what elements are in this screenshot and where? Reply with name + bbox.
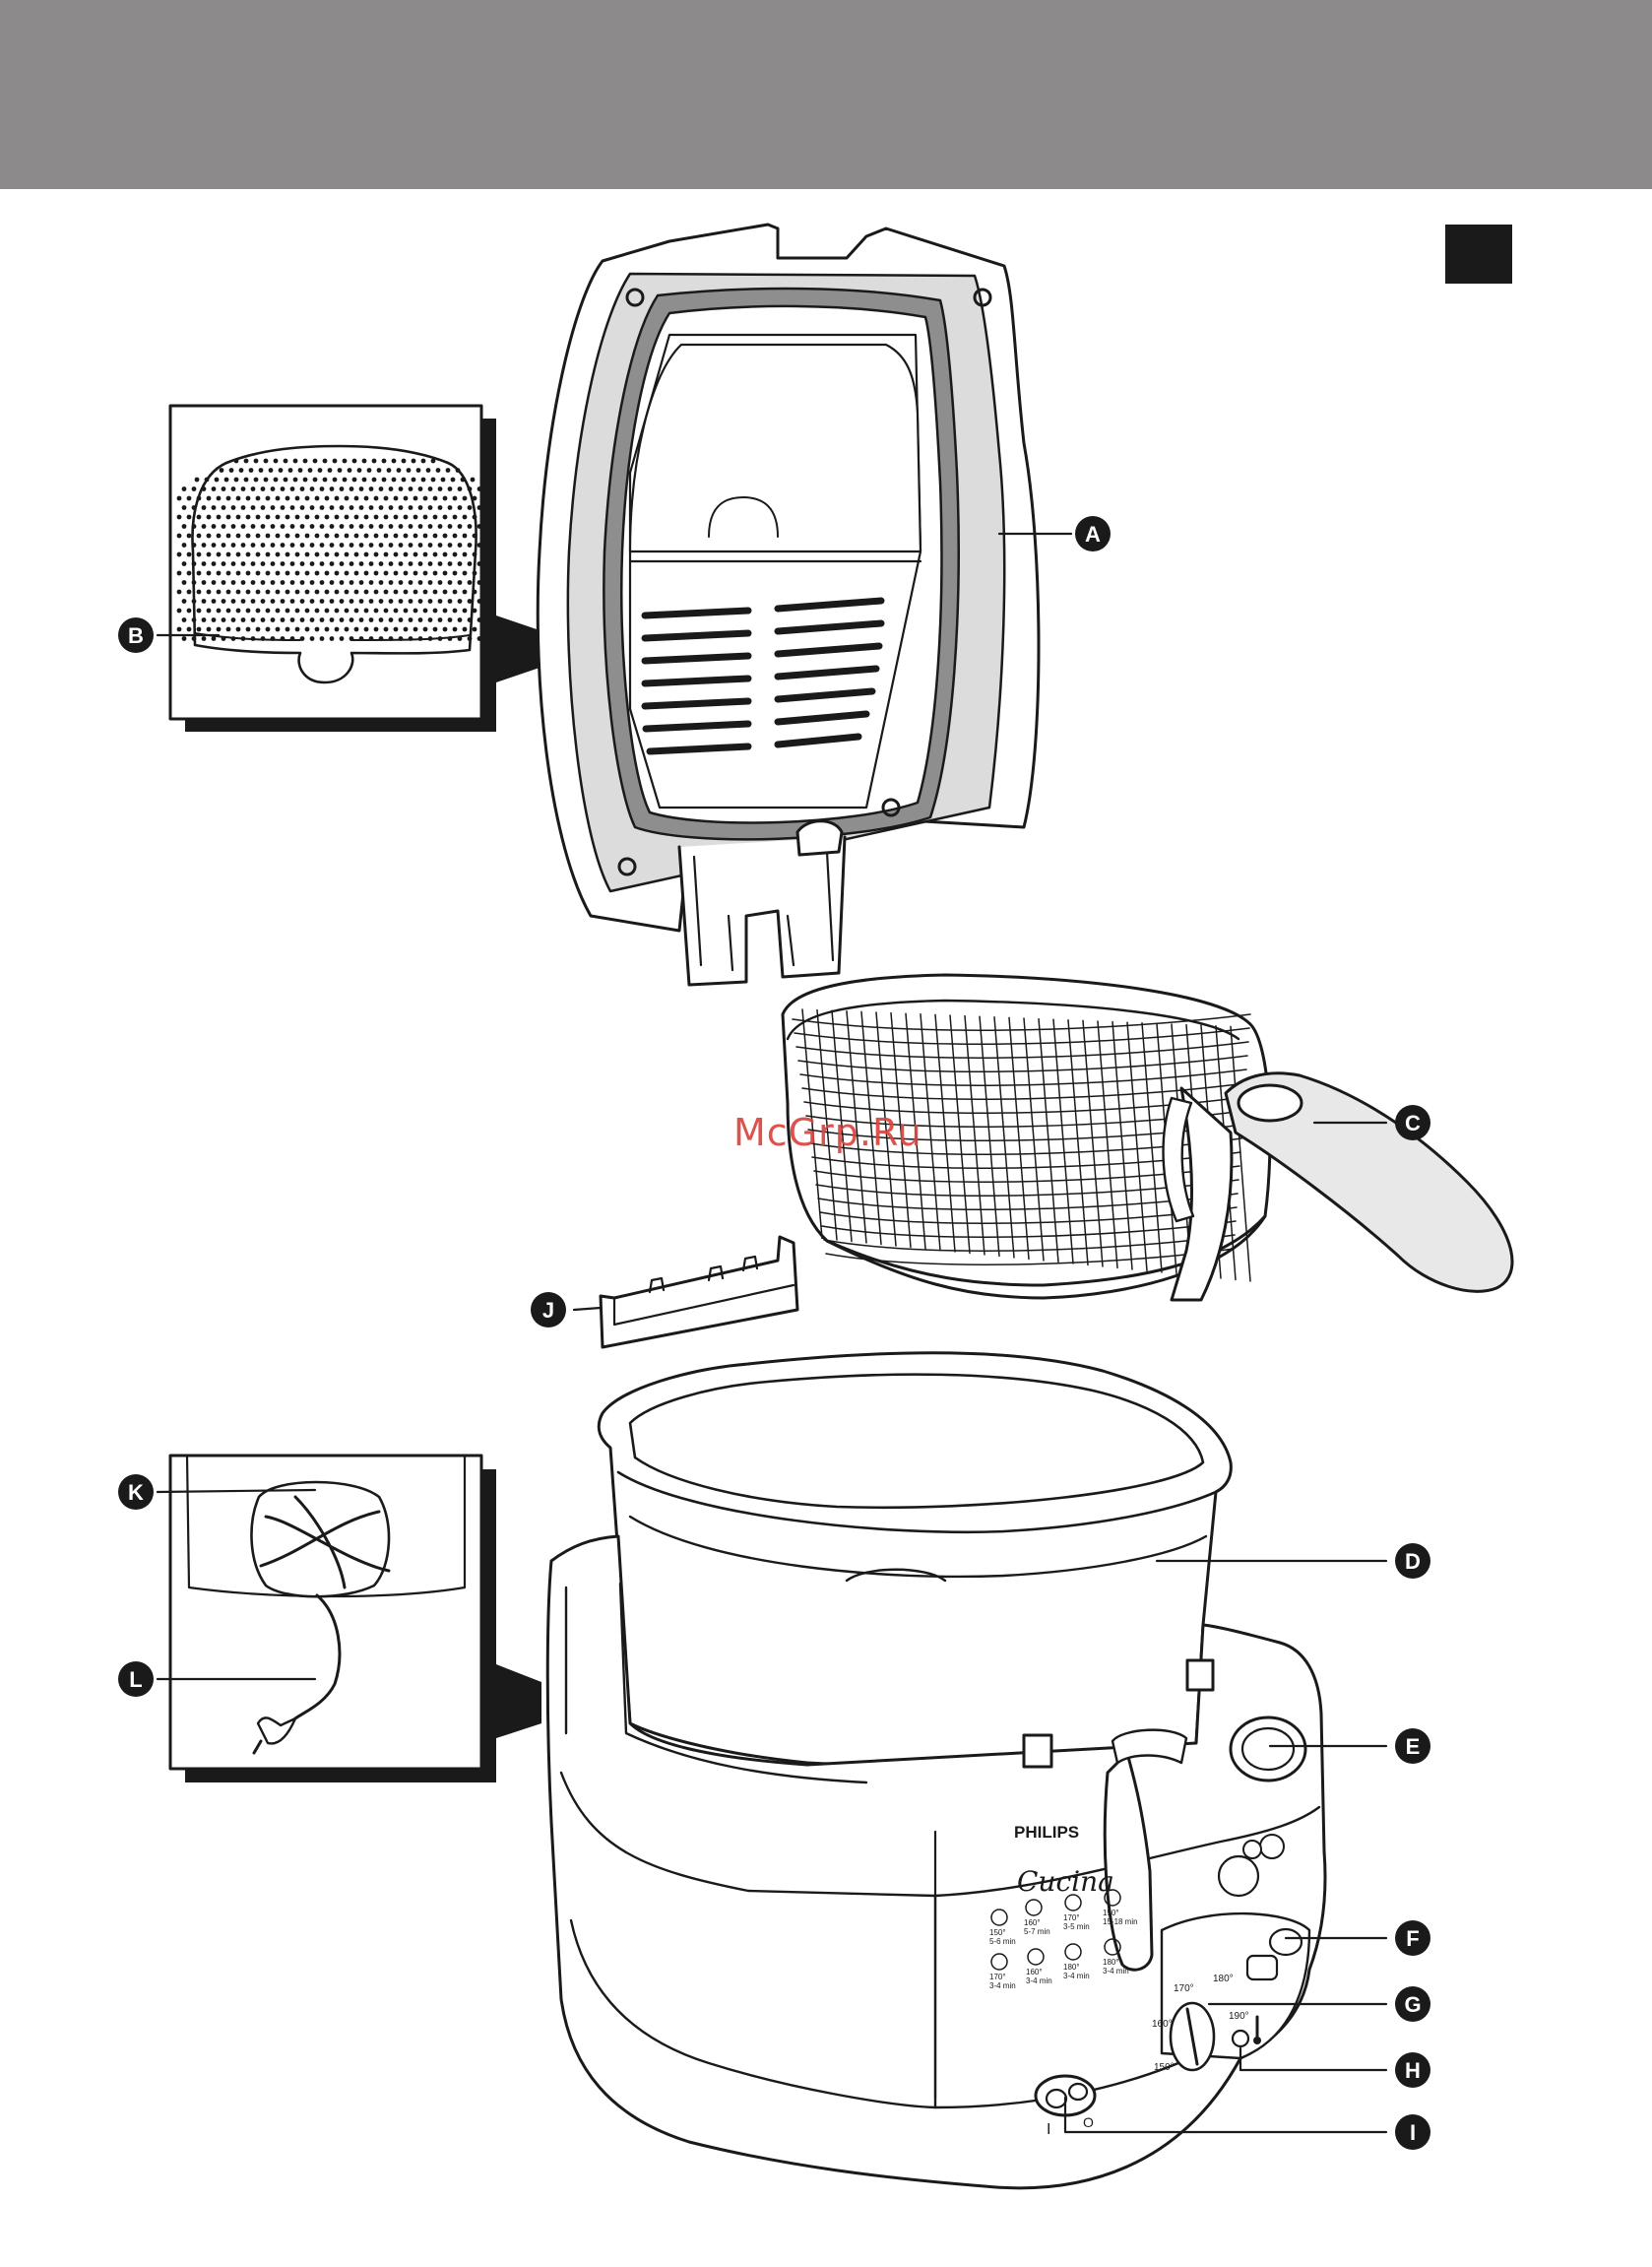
cooking-guide-time: 5-6 min — [989, 1937, 1016, 1946]
dial-mark: 160° — [1152, 2019, 1173, 2030]
callout-letter: L — [129, 1667, 142, 1692]
callout-c: C — [1395, 1105, 1430, 1140]
cooking-guide-time: 3-4 min — [1103, 1967, 1129, 1976]
callout-l: L — [118, 1661, 154, 1697]
callout-d: D — [1395, 1543, 1430, 1579]
callout-letter: J — [542, 1298, 554, 1323]
callout-b: B — [118, 617, 154, 653]
callout-a: A — [1075, 516, 1111, 551]
callout-letter: B — [128, 623, 144, 648]
dial-mark: 190° — [1229, 2011, 1249, 2022]
callout-letter: I — [1410, 2120, 1416, 2145]
dial-mark: 170° — [1174, 1983, 1194, 1994]
callout-letter: F — [1406, 1926, 1419, 1951]
callout-letter: A — [1085, 522, 1101, 547]
callout-g: G — [1395, 1986, 1430, 2022]
cooking-guide-temp: 150° — [1103, 1909, 1119, 1917]
cooking-guide-time: 3-4 min — [1026, 1976, 1052, 1985]
brand-logo: PHILIPS — [1014, 1823, 1079, 1842]
callout-letter: K — [128, 1480, 144, 1505]
inner-bowl — [599, 1353, 1231, 1765]
callout-letter: G — [1404, 1992, 1421, 2017]
cord-detail-box — [170, 1456, 541, 1782]
cooking-guide-temp: 160° — [1024, 1918, 1041, 1927]
callout-f: F — [1395, 1920, 1430, 1956]
watermark-text: McGrp.Ru — [733, 1111, 922, 1154]
cooking-guide-time: 5-7 min — [1024, 1927, 1050, 1936]
switch-mark-on: I — [1047, 2121, 1050, 2138]
callout-letter: H — [1405, 2058, 1421, 2083]
cooking-guide-temp: 150° — [989, 1928, 1006, 1937]
model-logo: Cucina — [1017, 1865, 1114, 1898]
lid — [538, 225, 1039, 985]
callout-letter: C — [1405, 1111, 1421, 1135]
callout-i: I — [1395, 2114, 1430, 2150]
callout-k: K — [118, 1474, 154, 1510]
callout-letter: D — [1405, 1549, 1421, 1574]
callout-j: J — [531, 1292, 566, 1328]
cooking-guide-time: 3-4 min — [1063, 1972, 1090, 1980]
cooking-guide-temp: 170° — [1063, 1913, 1080, 1922]
callout-e: E — [1395, 1728, 1430, 1764]
dial-mark: 180° — [1213, 1974, 1234, 1984]
cooking-guide-temp: 180° — [1103, 1958, 1119, 1967]
callout-letter: E — [1406, 1734, 1421, 1759]
switch-mark-off: O — [1083, 2114, 1094, 2130]
dial-mark: 150° — [1154, 2062, 1175, 2073]
basket-clip — [601, 1237, 797, 1347]
cooking-guide-temp: 180° — [1063, 1963, 1080, 1972]
cooking-guide-time: 3-4 min — [989, 1981, 1016, 1990]
cooking-guide-time: 3-5 min — [1063, 1922, 1090, 1931]
cooking-guide-time: 15-18 min — [1103, 1917, 1138, 1926]
filter-detail-box — [170, 406, 540, 732]
cooking-guide-temp: 170° — [989, 1973, 1006, 1981]
callout-h: H — [1395, 2052, 1430, 2088]
cooking-guide-temp: 160° — [1026, 1968, 1043, 1976]
